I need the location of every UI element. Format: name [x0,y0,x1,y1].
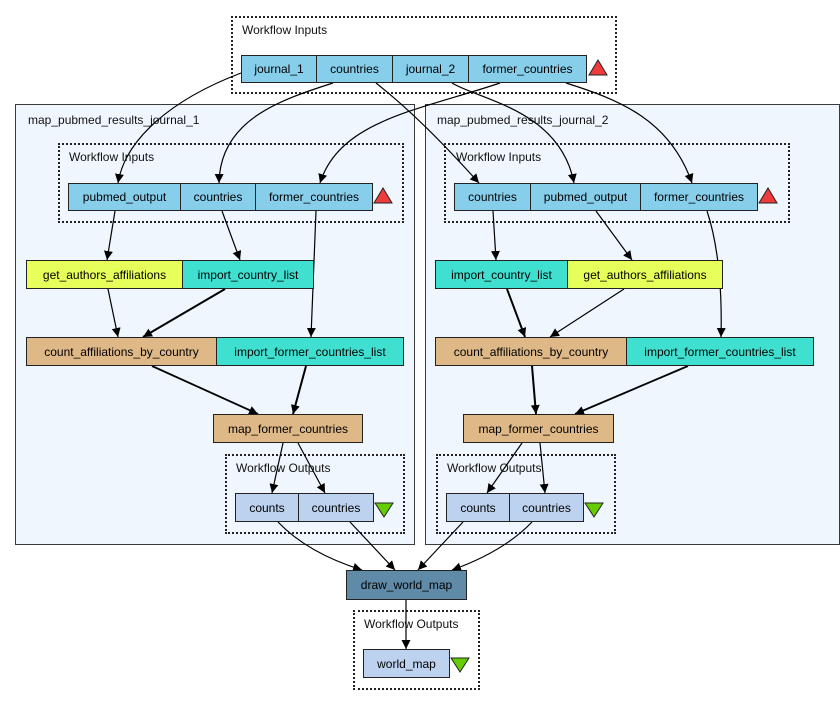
sub2-workflow-outputs-label: Workflow Outputs [447,461,542,475]
step-draw-world-map[interactable]: draw_world_map [346,570,467,600]
input-marker-icon [588,59,608,76]
sub1-input-countries[interactable]: countries [180,183,256,211]
sub2-step-count-affiliations-by-country[interactable]: count_affiliations_by_country [435,337,627,366]
sub2-output-countries[interactable]: countries [509,493,584,522]
sub1-output-marker-icon [374,502,394,518]
final-output-marker-icon [450,657,470,673]
final-workflow-outputs-label: Workflow Outputs [364,617,459,631]
sub2-workflow-inputs-label: Workflow Inputs [456,150,542,164]
top-workflow-inputs-label: Workflow Inputs [242,23,328,37]
sub1-step-map-former-countries[interactable]: map_former_countries [213,414,363,443]
sub1-input-marker-icon [373,187,393,204]
sub2-step-map-former-countries[interactable]: map_former_countries [463,414,614,443]
subworkflow-journal-1-title: map_pubmed_results_journal_1 [28,113,200,127]
input-former-countries[interactable]: former_countries [468,55,587,83]
sub1-step-import-country-list[interactable]: import_country_list [182,260,314,289]
sub2-step-import-former-countries-list[interactable]: import_former_countries_list [626,337,814,366]
sub1-workflow-inputs-label: Workflow Inputs [69,150,155,164]
final-workflow-outputs-cluster: Workflow Outputs [353,610,480,690]
sub1-step-import-former-countries-list[interactable]: import_former_countries_list [216,337,404,366]
sub2-step-get-authors-affiliations[interactable]: get_authors_affiliations [567,260,723,289]
sub2-input-countries[interactable]: countries [454,183,531,211]
input-countries[interactable]: countries [316,55,393,83]
subworkflow-journal-2-title: map_pubmed_results_journal_2 [437,113,609,127]
sub2-input-marker-icon [758,187,778,204]
output-world-map[interactable]: world_map [363,649,450,678]
sub2-step-import-country-list[interactable]: import_country_list [435,260,568,289]
sub1-output-counts[interactable]: counts [235,493,299,522]
sub2-input-pubmed-output[interactable]: pubmed_output [530,183,641,211]
sub2-output-counts[interactable]: counts [446,493,510,522]
input-journal-1[interactable]: journal_1 [241,55,317,83]
sub1-input-pubmed-output[interactable]: pubmed_output [68,183,181,211]
sub2-output-marker-icon [584,502,604,518]
sub1-workflow-outputs-label: Workflow Outputs [236,461,331,475]
sub1-step-get-authors-affiliations[interactable]: get_authors_affiliations [26,260,183,289]
sub2-input-former-countries[interactable]: former_countries [640,183,758,211]
sub1-input-former-countries[interactable]: former_countries [255,183,373,211]
sub1-step-count-affiliations-by-country[interactable]: count_affiliations_by_country [26,337,217,366]
input-journal-2[interactable]: journal_2 [392,55,469,83]
sub1-output-countries[interactable]: countries [298,493,374,522]
